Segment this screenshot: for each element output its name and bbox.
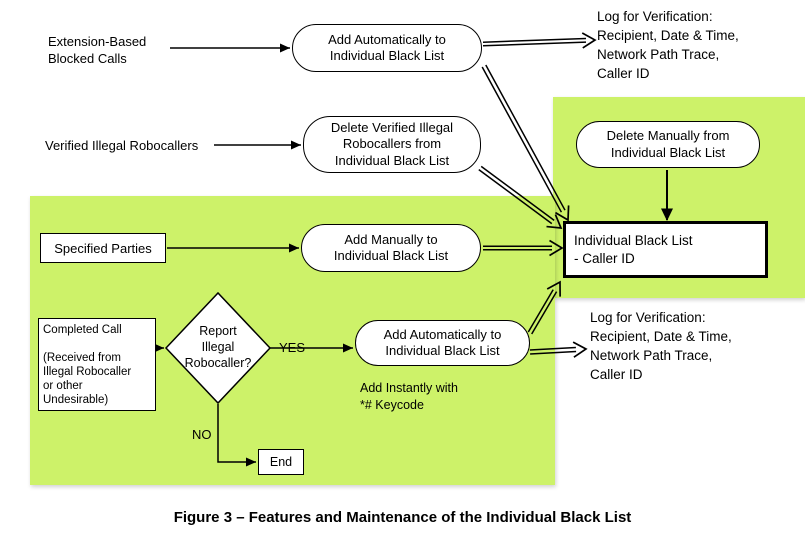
arrow-deleteverified-to-ibl-b [480, 165, 555, 222]
figure-caption: Figure 3 – Features and Maintenance of t… [173, 509, 632, 526]
node-add-manually-label: Add Manually to Individual Black List [333, 231, 449, 264]
node-specified-parties-label: Specified Parties [54, 240, 152, 256]
arrow-no-to-end [217, 404, 256, 467]
node-add-automatically-top: Add Automatically to Individual Black Li… [292, 24, 482, 72]
node-end: End [258, 449, 304, 475]
node-add-automatically-top-label: Add Automatically to Individual Black Li… [328, 31, 446, 64]
arrow-deleteverified-to-ibl-a [478, 168, 553, 225]
node-add-automatically-bottom: Add Automatically to Individual Black Li… [355, 320, 530, 366]
label-log-verification-top: Log for Verification: Recipient, Date & … [597, 9, 739, 81]
node-add-manually: Add Manually to Individual Black List [301, 224, 481, 272]
node-individual-black-list-label: Individual Black List - Caller ID [574, 232, 693, 266]
label-log-verification-bottom: Log for Verification: Recipient, Date & … [590, 310, 732, 382]
double-arrows [478, 32, 597, 358]
label-no: NO [192, 427, 212, 442]
label-yes: YES [279, 340, 306, 355]
arrow-addautobottom-to-ibl-a [531, 291, 558, 335]
node-delete-verified: Delete Verified Illegal Robocallers from… [303, 116, 481, 173]
decision-diamond-shape [164, 291, 272, 405]
label-keycode-note: Add Instantly with *# Keycode [360, 381, 458, 412]
arrow-addautotop-to-ibl-head [554, 205, 570, 222]
arrow-addautotop-to-ibl-a [481, 66, 563, 213]
arrow-addautobottom-to-log-b [529, 346, 576, 351]
node-completed-call-label: Completed Call (Received from Illegal Ro… [43, 324, 132, 406]
node-specified-parties: Specified Parties [40, 233, 166, 263]
node-add-automatically-bottom-label: Add Automatically to Individual Black Li… [383, 326, 502, 359]
node-delete-manually-label: Delete Manually from Individual Black Li… [606, 128, 730, 160]
arrow-addautotop-to-log-a [482, 37, 587, 43]
node-completed-call: Completed Call (Received from Illegal Ro… [38, 318, 156, 411]
single-arrows [154, 43, 673, 467]
label-verified-illegal-robocallers: Verified Illegal Robocallers [45, 138, 199, 153]
node-delete-verified-label: Delete Verified Illegal Robocallers from… [330, 119, 454, 168]
label-extension-blocked-calls: Extension-Based Blocked Calls [48, 34, 147, 66]
arrow-addautobottom-to-ibl-b [527, 289, 554, 333]
node-delete-manually: Delete Manually from Individual Black Li… [576, 121, 760, 168]
arrow-addautotop-to-log-b [482, 41, 587, 47]
decision-diamond-label: Report Illegal Robocaller? [184, 324, 252, 370]
arrow-deleteverified-to-ibl-head [546, 214, 563, 229]
arrow-addautobottom-to-ibl-head [546, 280, 561, 297]
arrow-addautotop-to-ibl-b [485, 64, 566, 211]
node-end-label: End [269, 455, 293, 469]
arrow-addautobottom-to-log-a [530, 350, 577, 355]
node-individual-black-list: Individual Black List - Caller ID [563, 221, 768, 278]
